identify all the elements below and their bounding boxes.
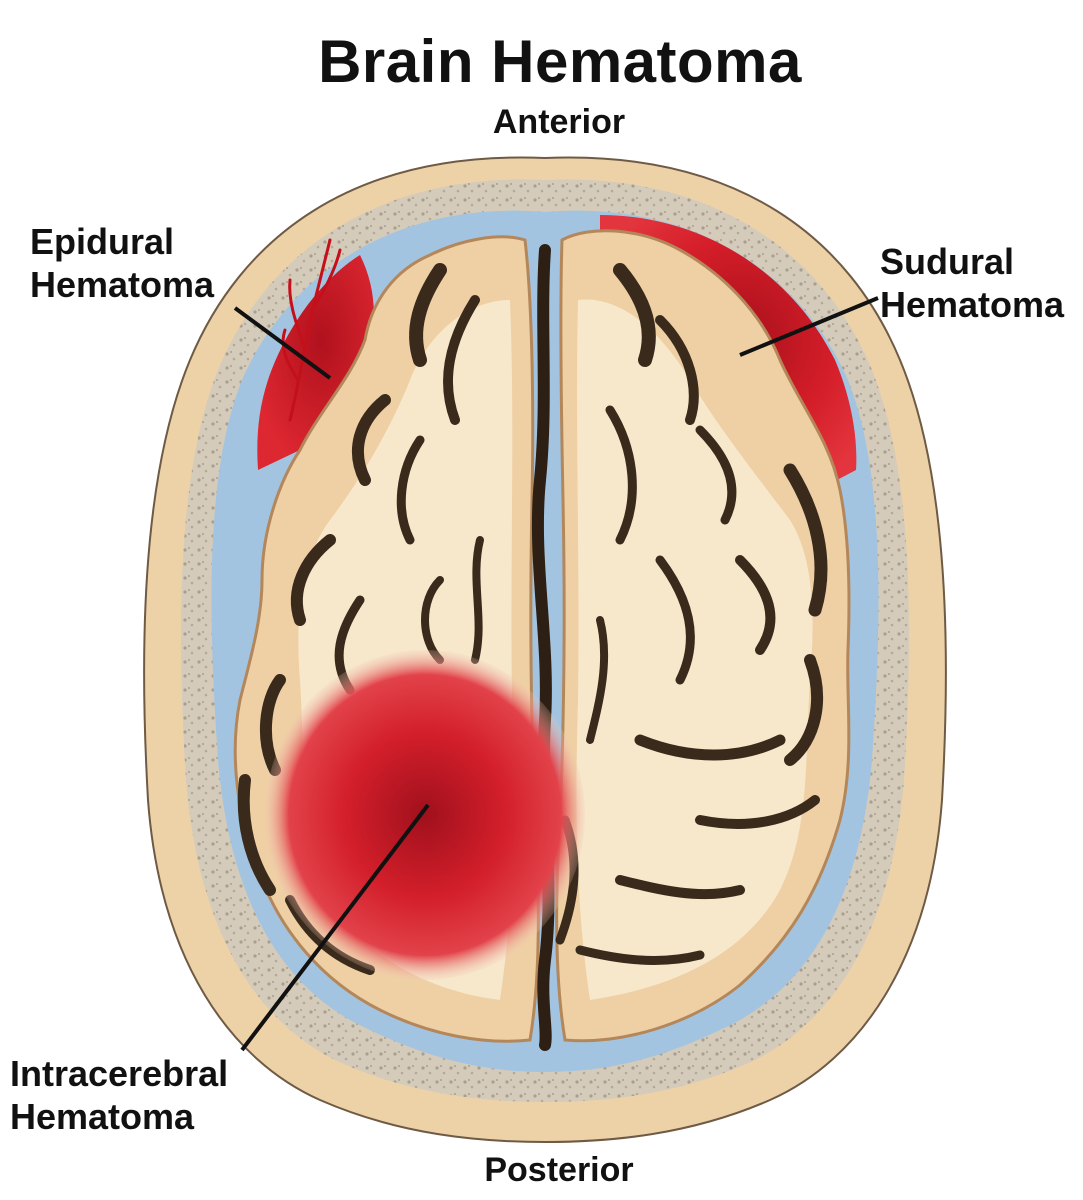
intracerebral-label-line2: Hematoma: [10, 1096, 195, 1138]
epidural-label-line1: Epidural: [30, 221, 175, 262]
epidural-label-line2: Hematoma: [30, 264, 215, 306]
intracerebral-label-line1: Intracerebral: [10, 1053, 229, 1094]
brain: [233, 229, 851, 1051]
subdural-hematoma-label: Sudural Hematoma: [880, 240, 1064, 326]
subdural-label-line1: Sudural: [880, 241, 1015, 282]
subdural-callout-line: [739, 296, 879, 357]
anterior-label: Anterior: [492, 103, 626, 141]
epidural-hematoma-shape: [257, 255, 374, 470]
posterior-label: Posterior: [484, 1151, 634, 1189]
diagram-title: Brain Hematoma: [318, 28, 802, 95]
intracerebral-hematoma-label: Intracerebral Hematoma: [10, 1052, 228, 1138]
subdural-label-line2: Hematoma: [880, 284, 1065, 326]
intracerebral-callout-line: [240, 803, 430, 1052]
epidural-callout-line: [233, 306, 332, 380]
intracerebral-hematoma-shape: [265, 650, 585, 980]
epidural-hematoma-label: Epidural Hematoma: [30, 220, 214, 306]
